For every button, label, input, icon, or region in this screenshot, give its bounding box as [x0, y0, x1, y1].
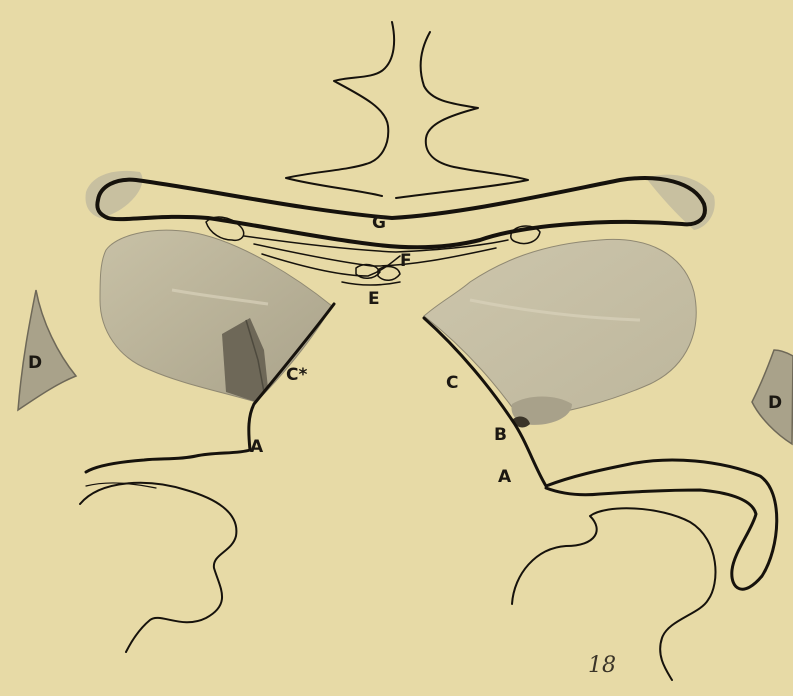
- label-g: G: [372, 213, 386, 233]
- label-e: E: [368, 289, 380, 309]
- label-f: F: [400, 251, 412, 271]
- label-a-left: A: [250, 437, 264, 457]
- label-c-right: C: [446, 373, 458, 393]
- label-a-right: A: [498, 467, 512, 487]
- label-c-star: C*: [286, 365, 307, 385]
- label-b: B: [494, 425, 507, 445]
- plate-number: 18: [588, 653, 616, 678]
- label-d-left: D: [28, 353, 42, 373]
- label-d-right: D: [768, 393, 782, 413]
